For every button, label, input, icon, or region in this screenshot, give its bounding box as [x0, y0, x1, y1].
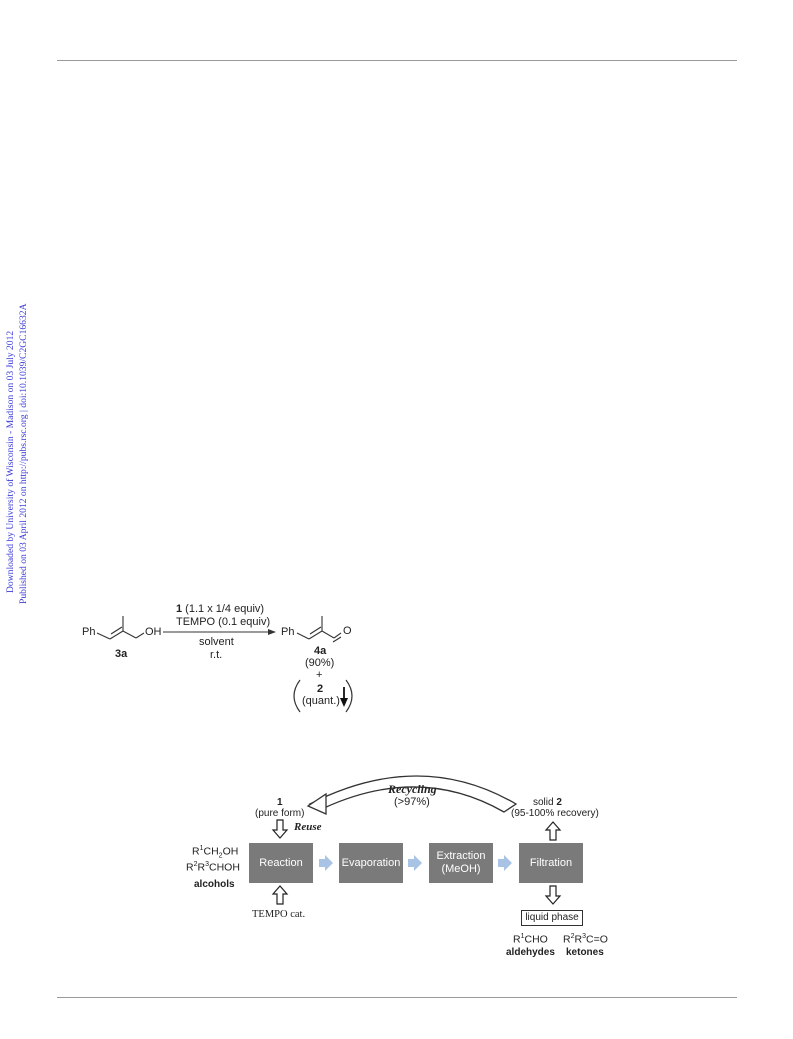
prod-yield: (90%)	[305, 657, 335, 669]
reuse-label: Reuse	[294, 821, 322, 833]
flow-arrow-1	[319, 855, 333, 871]
tempo-cat: TEMPO cat.	[252, 909, 306, 920]
alcohol-secondary: R2R3CHOH	[186, 861, 240, 874]
reagent-equiv: (1.1 x 1/4 equiv)	[182, 603, 265, 615]
rt-label: r.t.	[210, 649, 223, 661]
alc2-r3: R	[197, 861, 206, 874]
alc2-sup1: 2	[193, 861, 198, 868]
alc1-sup: 1	[199, 845, 204, 852]
reagent-line: 1 (1.1 x 1/4 equiv)	[176, 603, 264, 615]
liquid-phase-box: liquid phase	[521, 910, 583, 926]
solid-prefix: solid	[533, 797, 557, 808]
ketones-label: ketones	[566, 947, 604, 958]
solvent-label: solvent	[199, 636, 234, 648]
reagent-number: 1	[176, 603, 183, 615]
alcohols-label: alcohols	[194, 879, 235, 890]
solid-number: 2	[556, 797, 562, 808]
ket-sup2: 3	[582, 933, 586, 940]
product-structure	[296, 616, 342, 643]
solid-arrow	[544, 821, 562, 841]
step-reaction: Reaction	[249, 843, 313, 883]
ket-co: C=O	[586, 933, 608, 946]
ald-r: R	[513, 933, 521, 946]
plus-sign: +	[316, 669, 323, 681]
bottom-rule	[57, 997, 737, 998]
byproduct-yield: (quant.)	[302, 695, 340, 707]
prod-ph: Ph	[281, 626, 295, 638]
recovery-label: (95-100% recovery)	[511, 808, 599, 819]
ald-cho: CHO	[524, 933, 548, 946]
ketone-formula: R2R3C=O	[563, 933, 608, 946]
sm-ph: Ph	[82, 626, 96, 638]
reagent-num: 1	[277, 797, 283, 808]
ket-r2: R	[563, 933, 571, 946]
step-extraction: Extraction (MeOH)	[429, 843, 493, 883]
sm-oh: OH	[145, 626, 162, 638]
tempo-arrow	[271, 885, 289, 905]
prod-label: 4a	[314, 645, 327, 657]
alc1-ch: CH	[203, 845, 219, 858]
aldehyde-formula: R1CHO	[513, 933, 548, 946]
recycling-percent: (>97%)	[394, 796, 430, 808]
flow-arrow-2	[408, 855, 422, 871]
step-filtration: Filtration	[519, 843, 583, 883]
alc2-sup2: 3	[205, 861, 209, 868]
reuse-arrow	[271, 819, 289, 839]
top-rule	[57, 60, 737, 61]
prod-o: O	[343, 625, 352, 637]
step-evaporation: Evaporation	[339, 843, 403, 883]
ald-sup: 1	[520, 933, 525, 940]
ket-sup1: 2	[570, 933, 575, 940]
aldehydes-label: aldehydes	[506, 947, 555, 958]
tempo-line: TEMPO (0.1 equiv)	[176, 616, 271, 628]
recycling-title: Recycling	[388, 782, 437, 796]
alc2-r2: R	[186, 861, 194, 874]
flow-arrow-3	[498, 855, 512, 871]
byproduct-label: 2	[317, 683, 324, 695]
alc1-oh: OH	[222, 845, 239, 858]
ket-r3: R	[574, 933, 583, 946]
reagent-form: (pure form)	[255, 808, 305, 819]
alcohol-primary: R1CH2OH	[192, 845, 238, 860]
alc1-sub: 2	[218, 852, 223, 860]
solid-label: solid 2	[533, 797, 562, 808]
sm-label: 3a	[115, 648, 128, 660]
alc2-choh: CHOH	[209, 861, 240, 874]
alc1-r: R	[192, 845, 200, 858]
recycling-arrow	[308, 775, 518, 813]
liquid-arrow	[544, 885, 562, 905]
sm-structure	[96, 616, 145, 640]
